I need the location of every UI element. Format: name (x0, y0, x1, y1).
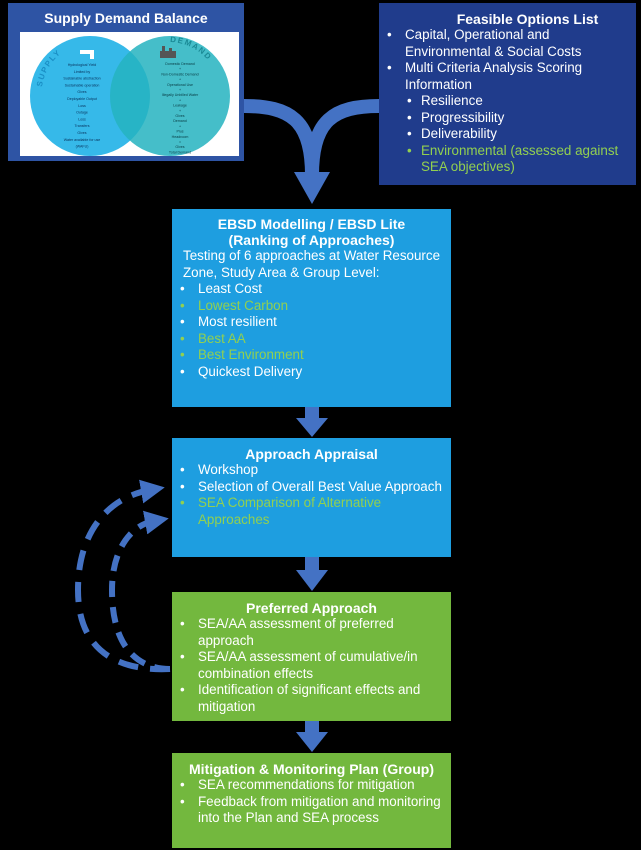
approach-appraisal-box: Approach Appraisal WorkshopSelection of … (172, 438, 451, 557)
feedback-arrow-inner (108, 510, 171, 672)
venn-item-text: Illegally Unbilled Water (162, 93, 199, 97)
list-item: Capital, Operational and Environmental &… (379, 27, 636, 60)
list-item: SEA Comparison of Alternative Approaches (172, 495, 451, 528)
list-item: SEA/AA assessment of cumulative/in combi… (172, 649, 451, 682)
list-item: Selection of Overall Best Value Approach (172, 479, 451, 496)
feedback-arrow-outer (74, 479, 171, 673)
venn-item-text: + (179, 67, 181, 71)
list-item: SEA recommendations for mitigation (172, 777, 451, 794)
venn-item-text: Plus (177, 130, 184, 134)
mitigation-plan-box: Mitigation & Monitoring Plan (Group) SEA… (172, 753, 451, 848)
venn-item-text: Gives (175, 114, 184, 118)
preferred-approach-title: Preferred Approach (246, 600, 377, 616)
ebsd-title-line2: (Ranking of Approaches) (228, 232, 395, 248)
list-item: Lowest Carbon (172, 298, 451, 315)
ebsd-title-line1: EBSD Modelling / EBSD Lite (217, 216, 406, 232)
venn-item-text: Leakage (173, 104, 187, 108)
venn-item-text: Outage (76, 111, 88, 115)
feasible-options-list: Capital, Operational and Environmental &… (379, 27, 636, 176)
venn-item-text: Gives (77, 131, 86, 135)
list-item: Identification of significant effects an… (172, 682, 451, 715)
approach-appraisal-title: Approach Appraisal (245, 446, 378, 462)
venn-item-text: Water available for use (64, 138, 101, 142)
list-item: Feedback from mitigation and monitoring … (172, 794, 451, 827)
merge-arrow-right (305, 99, 380, 176)
merge-arrow-head (294, 172, 330, 204)
feasible-options-box: Feasible Options List Capital, Operation… (379, 3, 636, 185)
venn-item-text: Deployable Output (67, 97, 97, 101)
list-item: SEA/AA assessment of preferred approach (172, 616, 451, 649)
supply-demand-box: Supply Demand Balance SUPPLY DEMAND Hydr… (8, 3, 244, 161)
arrow-shaft-1 (305, 407, 319, 420)
supply-demand-title: Supply Demand Balance (44, 10, 208, 26)
venn-item-text: Non-Domestic Demand (161, 72, 198, 76)
arrow-shaft-2 (305, 557, 319, 572)
venn-item-text: Sustainable abstraction (63, 77, 100, 81)
list-item: Progressibility (379, 110, 636, 127)
arrow-head-1 (296, 418, 328, 437)
list-item: Least Cost (172, 281, 451, 298)
preferred-approach-box: Preferred Approach SEA/AA assessment of … (172, 592, 451, 721)
list-item: Deliverability (379, 126, 636, 143)
ebsd-modelling-box: EBSD Modelling / EBSD Lite (Ranking of A… (172, 209, 451, 407)
venn-item-text: + (179, 124, 181, 128)
mitigation-plan-list: SEA recommendations for mitigationFeedba… (172, 777, 451, 827)
venn-item-text: Hydrological Yield (68, 63, 97, 67)
venn-item-text: + (179, 98, 181, 102)
venn-item-text: (WAFU) (76, 145, 89, 149)
venn-svg: SUPPLY DEMAND Hydrological YieldLimited … (30, 35, 230, 156)
approach-appraisal-list: WorkshopSelection of Overall Best Value … (172, 462, 451, 528)
merge-arrow-left (243, 99, 319, 176)
venn-item-text: Transfers (74, 124, 89, 128)
list-item: Resilience (379, 93, 636, 110)
venn-item-text: Headroom (172, 135, 189, 139)
list-item: Best AA (172, 331, 451, 348)
list-item: Most resilient (172, 314, 451, 331)
demand-items: Domestic Demand+Non-Domestic Demand+Oper… (161, 62, 199, 154)
venn-item-text: Total Demand (169, 150, 191, 154)
ebsd-approach-list: Least CostLowest CarbonMost resilientBes… (172, 281, 451, 380)
venn-item-text: Gives (175, 145, 184, 149)
arrow-head-3 (296, 732, 328, 752)
list-item: Environmental (assessed against SEA obje… (379, 143, 636, 176)
venn-item-text: Sustainable operation (65, 83, 100, 87)
venn-item-text: + (179, 78, 181, 82)
venn-item-text: Limited by (74, 70, 91, 74)
list-item: Workshop (172, 462, 451, 479)
demand-circle (110, 36, 230, 156)
mitigation-plan-title: Mitigation & Monitoring Plan (Group) (189, 761, 434, 777)
arrow-head-2 (296, 570, 328, 591)
list-item: Quickest Delivery (172, 364, 451, 381)
venn-item-text: Loss (78, 117, 86, 121)
tap-icon (80, 50, 94, 59)
feasible-options-title: Feasible Options List (456, 11, 599, 27)
ebsd-description: Testing of 6 approaches at Water Resourc… (183, 248, 441, 280)
venn-item-text: Loss (78, 104, 86, 108)
arrow-shaft-3 (305, 721, 319, 734)
venn-item-text: + (179, 88, 181, 92)
list-item: Best Environment (172, 347, 451, 364)
venn-item-text: Demand (173, 119, 187, 123)
venn-item-text: = (179, 140, 181, 144)
venn-item-text: + (179, 109, 181, 113)
venn-item-text: Gives (77, 90, 86, 94)
factory-icon (160, 46, 176, 58)
list-item: Multi Criteria Analysis Scoring Informat… (379, 60, 636, 93)
preferred-approach-list: SEA/AA assessment of preferred approachS… (172, 616, 451, 715)
venn-item-text: Domestic Demand (165, 62, 195, 66)
venn-item-text: Operational Use (167, 83, 193, 87)
